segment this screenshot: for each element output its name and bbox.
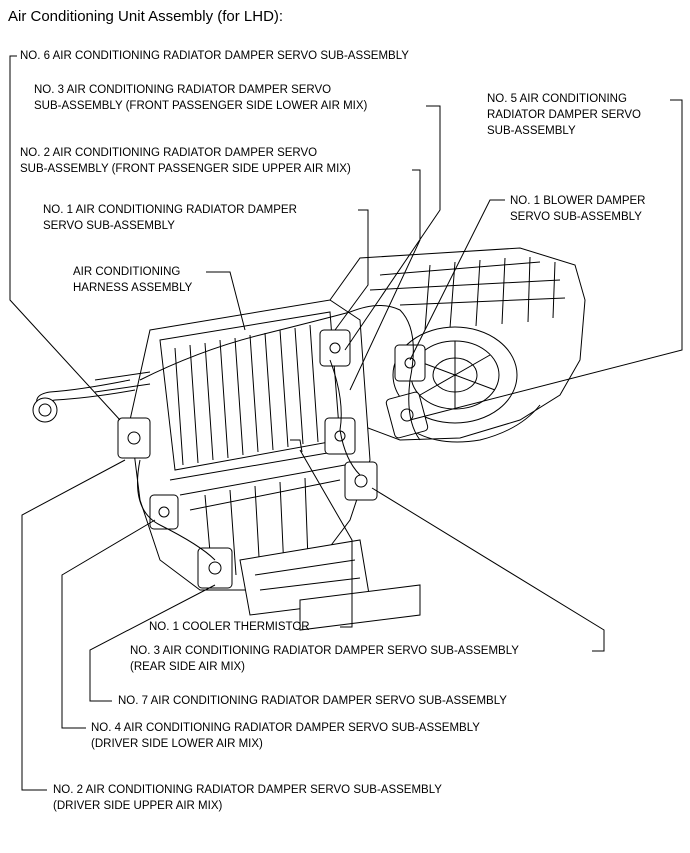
heater-core-block — [129, 299, 421, 631]
damper-servos — [117, 329, 429, 589]
label-servo3-rear-line2: (REAR SIDE AIR MIX) — [130, 661, 246, 673]
label-servo4-line1: NO. 4 AIR CONDITIONING RADIATOR DAMPER S… — [91, 722, 480, 734]
label-servo5-line1: NO. 5 AIR CONDITIONING — [487, 93, 627, 105]
label-blower-servo: NO. 1 BLOWER DAMPER SERVO SUB-ASSEMBLY — [510, 193, 645, 225]
thermistor-probe — [290, 439, 303, 453]
label-servo2-front-line1: NO. 2 AIR CONDITIONING RADIATOR DAMPER S… — [20, 147, 318, 159]
label-harness: AIR CONDITIONING HARNESS ASSEMBLY — [73, 264, 192, 296]
label-blower-line1: NO. 1 BLOWER DAMPER — [510, 195, 646, 207]
label-servo7: NO. 7 AIR CONDITIONING RADIATOR DAMPER S… — [118, 695, 507, 707]
label-servo6: NO. 6 AIR CONDITIONING RADIATOR DAMPER S… — [20, 50, 409, 62]
label-servo1: NO. 1 AIR CONDITIONING RADIATOR DAMPER S… — [43, 202, 297, 234]
leader-lines — [9, 55, 683, 791]
label-servo2-front-line2: SUB-ASSEMBLY (FRONT PASSENGER SIDE UPPER… — [20, 163, 351, 175]
label-servo5-line3: SUB-ASSEMBLY — [487, 125, 576, 137]
label-servo2-driver: NO. 2 AIR CONDITIONING RADIATOR DAMPER S… — [53, 782, 442, 814]
label-servo5: NO. 5 AIR CONDITIONING RADIATOR DAMPER S… — [487, 91, 641, 139]
label-servo3-front: NO. 3 AIR CONDITIONING RADIATOR DAMPER S… — [34, 82, 367, 114]
label-servo2-front: NO. 2 AIR CONDITIONING RADIATOR DAMPER S… — [20, 145, 351, 177]
label-servo1-line2: SERVO SUB-ASSEMBLY — [43, 220, 175, 232]
label-servo3-rear: NO. 3 AIR CONDITIONING RADIATOR DAMPER S… — [130, 643, 519, 675]
label-servo3-rear-line1: NO. 3 AIR CONDITIONING RADIATOR DAMPER S… — [130, 645, 519, 657]
label-servo5-line2: RADIATOR DAMPER SERVO — [487, 109, 642, 121]
diagram-title: Air Conditioning Unit Assembly (for LHD)… — [8, 8, 284, 25]
label-servo3-front-line2: SUB-ASSEMBLY (FRONT PASSENGER SIDE LOWER… — [34, 100, 368, 112]
label-servo2-driver-line1: NO. 2 AIR CONDITIONING RADIATOR DAMPER S… — [53, 784, 442, 796]
label-thermistor: NO. 1 COOLER THERMISTOR — [149, 621, 310, 633]
label-servo3-front-line1: NO. 3 AIR CONDITIONING RADIATOR DAMPER S… — [34, 84, 332, 96]
label-harness-line1: AIR CONDITIONING — [73, 266, 181, 278]
label-servo1-line1: NO. 1 AIR CONDITIONING RADIATOR DAMPER — [43, 204, 297, 216]
label-servo4-line2: (DRIVER SIDE LOWER AIR MIX) — [91, 738, 263, 750]
refrigerant-pipes — [32, 371, 151, 423]
wiring-harness — [137, 305, 421, 561]
label-servo4: NO. 4 AIR CONDITIONING RADIATOR DAMPER S… — [91, 720, 480, 752]
label-blower-line2: SERVO SUB-ASSEMBLY — [510, 211, 642, 223]
label-servo2-driver-line2: (DRIVER SIDE UPPER AIR MIX) — [53, 800, 223, 812]
label-harness-line2: HARNESS ASSEMBLY — [73, 282, 193, 294]
